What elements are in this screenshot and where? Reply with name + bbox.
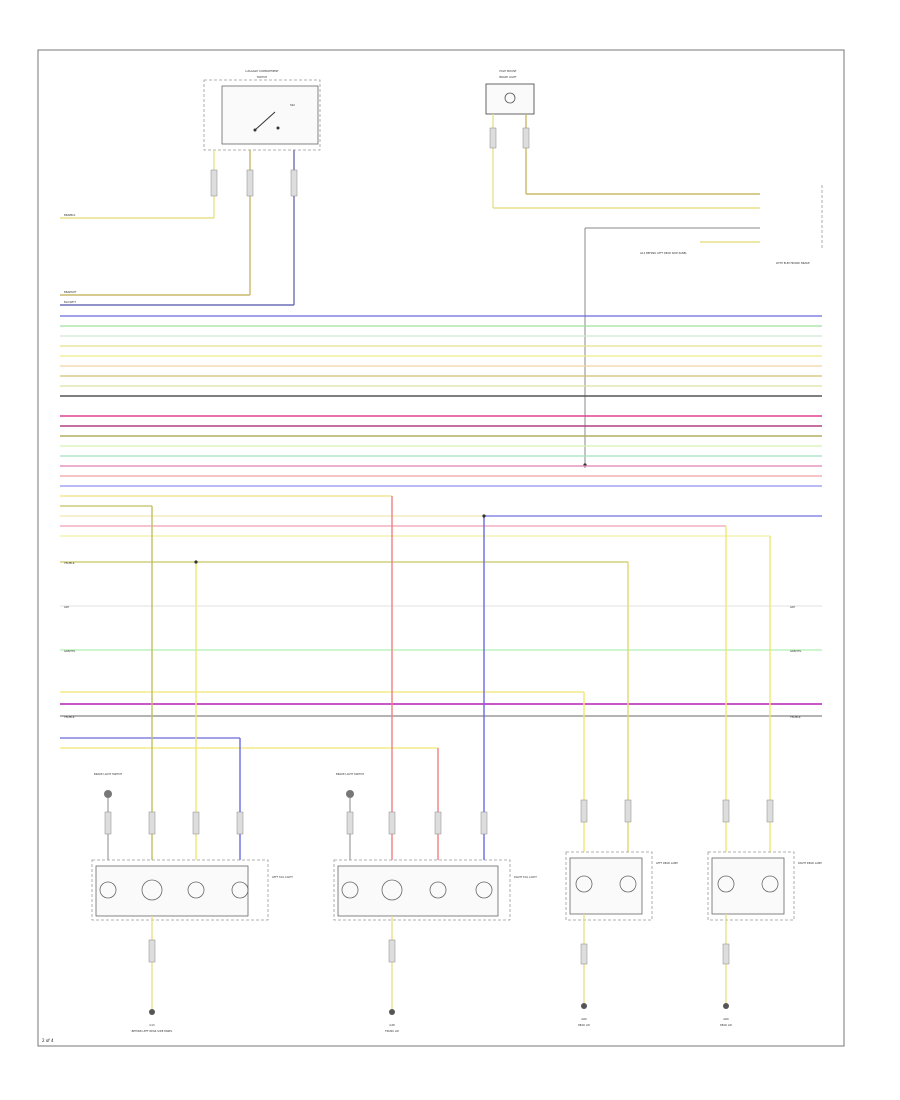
right-tail-light: BRAKE LIGHT SWITCH RIGHT TAIL LIGHT G48 … <box>333 772 537 1033</box>
svg-text:S92: S92 <box>290 103 295 107</box>
svg-text:REAR LID: REAR LID <box>578 1023 590 1027</box>
svg-text:YEL/BLK: YEL/BLK <box>64 715 75 719</box>
svg-text:BRAKE LIGHT SWITCH: BRAKE LIGHT SWITCH <box>94 772 122 776</box>
page-label: 2 of 4 <box>42 1038 54 1043</box>
svg-text:BEHIND LEFT REAR SIDE PANEL: BEHIND LEFT REAR SIDE PANEL <box>132 1029 173 1033</box>
right-rear-lamp: RIGHT REAR LAMP G60 REAR LID <box>707 799 822 1027</box>
svg-text:LEFT REAR LAMP: LEFT REAR LAMP <box>656 861 678 865</box>
bus-labels: YEL/BLK GRY GRN/YEL GRY GRN/YEL YEL/BLK … <box>64 561 802 719</box>
left-tail-light: BRAKE LIGHT SWITCH LEFT TAIL LIGHT G13 B… <box>91 772 293 1033</box>
svg-text:BRN/BLK: BRN/BLK <box>64 213 76 217</box>
svg-text:RIGHT TAIL LIGHT: RIGHT TAIL LIGHT <box>514 875 537 879</box>
svg-text:WITH ELECTRONIC BRAKE: WITH ELECTRONIC BRAKE <box>776 261 810 265</box>
svg-text:G60: G60 <box>723 1017 729 1021</box>
svg-text:SWITCH: SWITCH <box>257 75 267 79</box>
svg-text:BRN/WHT: BRN/WHT <box>64 290 77 294</box>
svg-text:YEL/BLK: YEL/BLK <box>790 715 801 719</box>
left-rear-lamp: LEFT REAR LAMP G60 REAR LID <box>565 799 678 1027</box>
svg-text:G13: G13 <box>149 1023 155 1027</box>
svg-text:GRN/YEL: GRN/YEL <box>790 649 802 653</box>
svg-text:YEL/BLK: YEL/BLK <box>64 561 75 565</box>
svg-text:BRAKE LIGHT: BRAKE LIGHT <box>499 75 517 79</box>
vertical-wires <box>151 496 771 860</box>
svg-text:REAR LID: REAR LID <box>720 1023 732 1027</box>
svg-text:G60: G60 <box>581 1017 587 1021</box>
svg-text:GRY: GRY <box>790 605 796 609</box>
svg-text:BRAKE LIGHT SWITCH: BRAKE LIGHT SWITCH <box>336 772 364 776</box>
svg-text:G48: G48 <box>389 1023 395 1027</box>
svg-text:GRN/YEL: GRN/YEL <box>64 649 76 653</box>
svg-text:LUGGAGE COMPARTMENT: LUGGAGE COMPARTMENT <box>245 69 279 73</box>
svg-text:TRUNK LID: TRUNK LID <box>385 1029 399 1033</box>
svg-text:RIGHT REAR LAMP: RIGHT REAR LAMP <box>798 861 822 865</box>
diagram-frame <box>37 49 845 1047</box>
svg-text:HIGH MOUNT: HIGH MOUNT <box>499 69 517 73</box>
svg-text:GRY: GRY <box>64 605 70 609</box>
svg-text:G12 BEHIND LEFT REAR SIDE PANE: G12 BEHIND LEFT REAR SIDE PANEL <box>640 251 687 255</box>
svg-text:LEFT TAIL LIGHT: LEFT TAIL LIGHT <box>272 875 293 879</box>
high-mount-brake-light: HIGH MOUNT BRAKE LIGHT <box>485 69 760 468</box>
bus-wires <box>60 315 822 749</box>
svg-text:BLU/WHT: BLU/WHT <box>64 300 76 304</box>
trunk-switch: LUGGAGE COMPARTMENT SWITCH S92 <box>203 69 321 305</box>
